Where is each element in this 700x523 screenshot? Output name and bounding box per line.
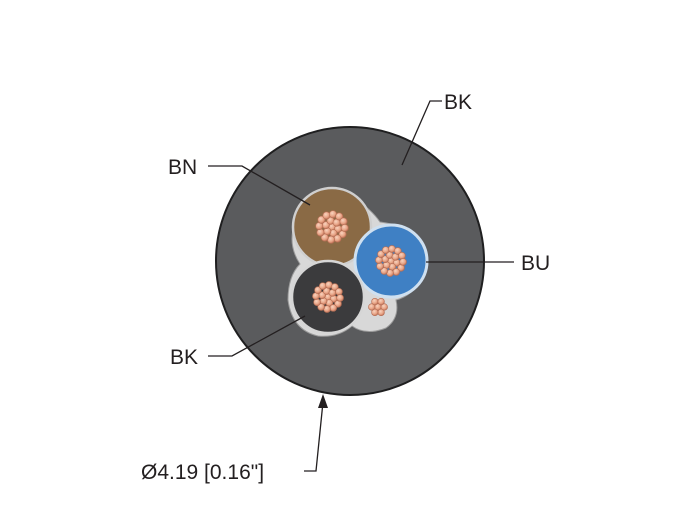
copper-strand xyxy=(322,211,331,220)
copper-strand xyxy=(339,217,348,226)
diameter-arrowhead xyxy=(318,394,328,408)
leader-jacket-bk xyxy=(401,100,442,166)
copper-strand xyxy=(336,294,344,302)
copper-strand xyxy=(381,246,390,254)
copper-strand xyxy=(329,304,338,312)
copper-strand xyxy=(335,287,343,296)
copper-strand xyxy=(317,215,326,224)
copper-strand xyxy=(376,262,384,271)
label-core-blue: BU xyxy=(521,252,550,275)
copper-strand xyxy=(377,297,385,306)
copper-strand xyxy=(380,267,388,275)
label-jacket-bk: BK xyxy=(444,91,472,114)
copper-strand xyxy=(318,282,327,290)
label-diameter: Ø4.19 [0.16"] xyxy=(141,461,264,484)
copper-strand xyxy=(380,303,388,311)
copper-strand xyxy=(333,234,342,243)
leader-core-black xyxy=(208,315,306,357)
copper-strand xyxy=(316,228,325,237)
copper-strand xyxy=(399,258,407,266)
copper-strand xyxy=(371,308,379,317)
copper-strand xyxy=(317,303,325,311)
copper-strands-black xyxy=(312,281,344,313)
label-core-black: BK xyxy=(170,346,198,369)
copper-strands-blue xyxy=(375,245,407,277)
copper-strand xyxy=(313,298,321,307)
copper-strand xyxy=(335,212,344,221)
copper-strand xyxy=(394,247,402,255)
core-blue xyxy=(353,223,429,299)
copper-strand xyxy=(340,224,349,232)
core-brown xyxy=(291,186,373,268)
drain-wire-bundle xyxy=(368,297,388,317)
copper-strand xyxy=(368,303,376,311)
leader-core-brown xyxy=(208,165,311,206)
core-black xyxy=(290,259,366,335)
copper-strand xyxy=(377,250,385,258)
copper-strand xyxy=(398,251,406,260)
copper-strand xyxy=(371,297,379,306)
leader-diameter xyxy=(304,401,324,472)
copper-strand xyxy=(314,286,322,294)
copper-strand xyxy=(320,233,329,242)
label-core-brown: BN xyxy=(168,156,197,179)
copper-strand xyxy=(331,283,339,291)
copper-strands-brown xyxy=(315,210,349,244)
copper-strand xyxy=(392,268,401,276)
copper-strand xyxy=(377,308,385,317)
